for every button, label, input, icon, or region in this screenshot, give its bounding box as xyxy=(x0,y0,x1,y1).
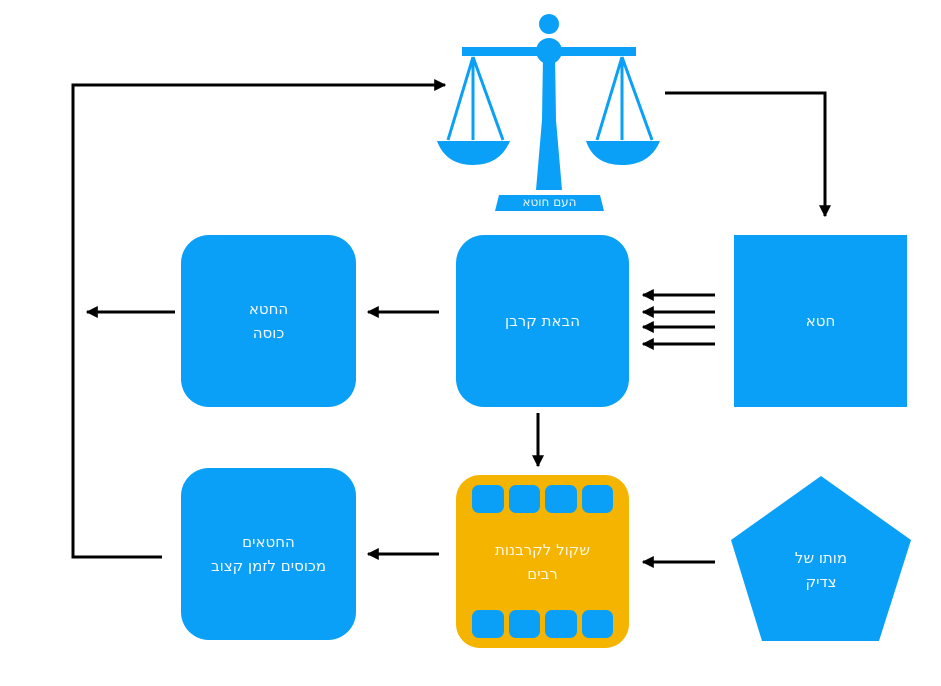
node-sin-covered-label: החטא כוסה xyxy=(248,300,289,342)
film-strip-top xyxy=(472,485,613,513)
node-sins-covered-time-label: החטאים מכוסים לזמן קצוב xyxy=(210,533,327,575)
node-many-offerings: שקול לקרבנות רבים xyxy=(456,475,629,648)
arrow-loop-to-scale xyxy=(71,79,447,559)
node-many-offerings-label: שקול לקרבנות רבים xyxy=(495,540,590,583)
node-death-righteous-label: מותו של צדיק xyxy=(794,549,848,591)
death-of-righteous-shape xyxy=(731,476,911,641)
scale-label: העם חוטא xyxy=(522,195,577,209)
node-sin-covered: החטא כוסה xyxy=(181,235,356,407)
node-sin: חטא xyxy=(734,235,907,407)
node-offering: הבאת קרבן xyxy=(456,235,629,407)
node-sins-covered-time: החטאים מכוסים לזמן קצוב xyxy=(181,468,356,640)
arrow-scale-to-sin xyxy=(665,91,831,218)
film-strip-bottom xyxy=(472,610,613,638)
node-sin-label: חטא xyxy=(805,312,836,330)
node-offering-label: הבאת קרבן xyxy=(505,312,580,330)
node-death-righteous: מותו של צדיק xyxy=(731,540,911,600)
balance-scale-icon xyxy=(437,14,660,211)
